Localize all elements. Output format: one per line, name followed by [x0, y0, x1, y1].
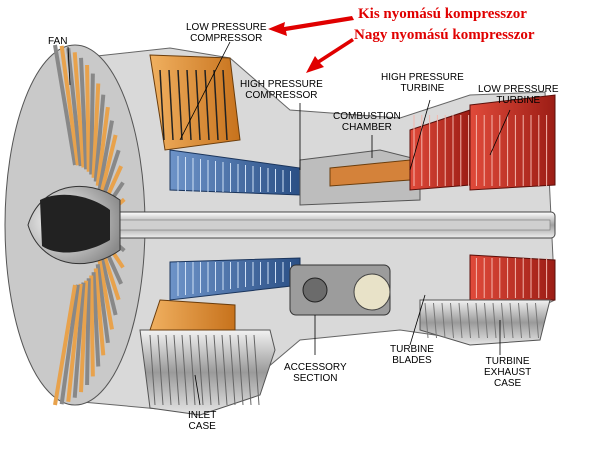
fan-blade: [99, 134, 118, 196]
label-low-pressure-turbine: LOW PRESSURE TURBINE: [478, 84, 559, 106]
high-pressure-compressor-blades: [177, 156, 291, 296]
fan-blade: [95, 106, 110, 186]
inner-shaft: [119, 219, 551, 231]
inlet-fins: [149, 334, 260, 406]
inlet-fin: [165, 334, 172, 406]
inlet-fin: [213, 334, 220, 406]
inlet-fin: [181, 334, 188, 406]
fan-blade: [97, 259, 114, 330]
exhaust-fin: [501, 302, 505, 339]
annotation-nagy-nyomasu: Nagy nyomású kompresszor: [354, 27, 535, 43]
accessory-gear: [302, 277, 328, 303]
fan-blade: [53, 44, 77, 166]
low-pressure-compressor-lower: [149, 299, 236, 331]
inlet-fin: [237, 334, 244, 406]
lpc-blade: [204, 69, 210, 141]
fan-blade: [93, 268, 106, 356]
inlet-case-shape: [139, 329, 276, 416]
exhaust-fin: [518, 302, 522, 339]
fan-blade: [72, 52, 86, 168]
lpc-blade: [177, 69, 183, 141]
accessory-pump: [353, 273, 391, 311]
inlet-fin: [253, 334, 260, 406]
exhaust-fins: [424, 302, 539, 339]
inlet-fin: [197, 334, 204, 406]
inlet-fin: [229, 334, 236, 406]
fan-blade: [66, 48, 83, 167]
exhaust-fin: [424, 302, 429, 339]
low-pressure-turbine-upper: [469, 94, 556, 191]
exhaust-fin: [492, 302, 497, 339]
annotation-arrow-nagy: [306, 38, 354, 73]
fan-blade: [53, 284, 77, 406]
label-fan: FAN: [48, 36, 68, 47]
annotation-kis-nyomasu: Kis nyomású kompresszor: [358, 6, 527, 22]
low-pressure-turbine-lower: [469, 254, 556, 301]
fan-blade: [72, 282, 86, 398]
fan-blade: [91, 272, 101, 367]
lpc-blade: [222, 69, 228, 141]
inlet-fin: [221, 334, 228, 406]
fan-blade: [59, 45, 80, 166]
fan-blade: [95, 264, 110, 344]
label-high-pressure-turbine: HIGH PRESSURE TURBINE: [381, 72, 464, 94]
exhaust-fin: [509, 302, 514, 339]
inlet-fin: [245, 334, 252, 406]
nose-cone-dark-sector: [40, 194, 110, 253]
fan-blade: [91, 83, 101, 178]
exhaust-fin: [441, 302, 446, 339]
leader-lines: [67, 41, 511, 406]
fan-blade: [89, 275, 95, 377]
turbine-exhaust-case-shape: [419, 299, 551, 346]
label-inlet-case: INLET CASE: [188, 410, 217, 432]
lpc-blade: [159, 69, 165, 141]
fan-blade: [89, 73, 95, 175]
fan-blade: [99, 254, 118, 316]
lpc-blade: [186, 69, 192, 141]
label-combustion-chamber: COMBUSTION CHAMBER: [333, 111, 401, 133]
fan-blade: [85, 64, 91, 172]
exhaust-fin: [475, 302, 480, 339]
fan-blade: [59, 284, 80, 405]
exhaust-fin: [458, 302, 463, 339]
inlet-fin: [205, 334, 212, 406]
exhaust-fin: [526, 302, 531, 339]
fan-blade: [85, 278, 91, 386]
lpc-blade: [168, 69, 174, 141]
label-turbine-blades: TURBINE BLADES: [390, 344, 434, 366]
label-turbine-exhaust-case: TURBINE EXHAUST CASE: [484, 356, 532, 389]
annotation-arrow-kis: [268, 16, 354, 36]
fan-blade: [79, 280, 89, 393]
label-low-pressure-compressor: LOW PRESSURE COMPRESSOR: [186, 22, 267, 44]
exhaust-fin: [467, 302, 471, 339]
fan-blade: [93, 94, 106, 182]
label-accessory-section: ACCESSORY SECTION: [284, 362, 347, 384]
fan-blade: [66, 283, 83, 402]
exhaust-fin: [535, 302, 539, 339]
turbine-blade-rows: [413, 115, 548, 298]
inlet-fin: [173, 334, 180, 406]
label-high-pressure-compressor: HIGH PRESSURE COMPRESSOR: [240, 79, 323, 101]
inlet-fin: [189, 334, 196, 406]
lpc-blade: [213, 69, 219, 141]
exhaust-fin: [450, 302, 454, 339]
fan-blade: [79, 57, 89, 170]
inlet-fin: [149, 334, 156, 406]
exhaust-fin: [484, 302, 488, 339]
fan-blade: [97, 120, 114, 191]
exhaust-fin: [433, 302, 437, 339]
inlet-fin: [157, 334, 164, 406]
